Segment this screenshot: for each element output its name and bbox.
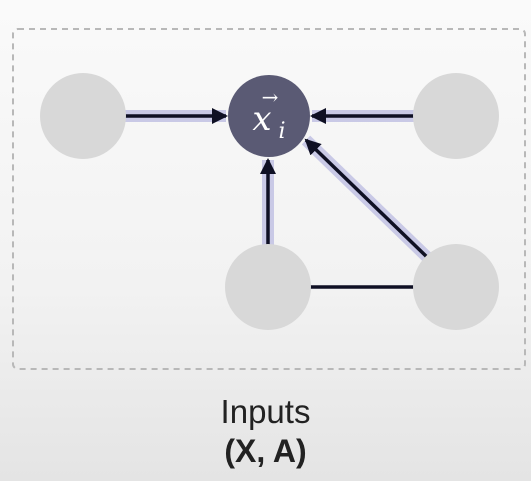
input-frame	[12, 28, 526, 370]
neighbor-node-top-left	[40, 73, 126, 159]
edges	[124, 108, 430, 289]
neighbor-nodes	[40, 73, 499, 330]
neighbor-node-top-right	[413, 73, 499, 159]
center-node-subscript: i	[278, 119, 285, 144]
center-node-vector-arrow: →	[262, 85, 279, 109]
edge-bottom-right-to-center	[304, 138, 430, 260]
caption-x-a: (X, A)	[224, 433, 307, 469]
center-node-label: x	[252, 99, 271, 139]
caption-inputs: Inputs	[220, 393, 311, 430]
center-node-circle	[228, 75, 310, 157]
neighbor-node-bottom-right	[413, 244, 499, 330]
neighbor-node-bottom-left	[225, 244, 311, 330]
center-node: → x i	[228, 75, 310, 157]
